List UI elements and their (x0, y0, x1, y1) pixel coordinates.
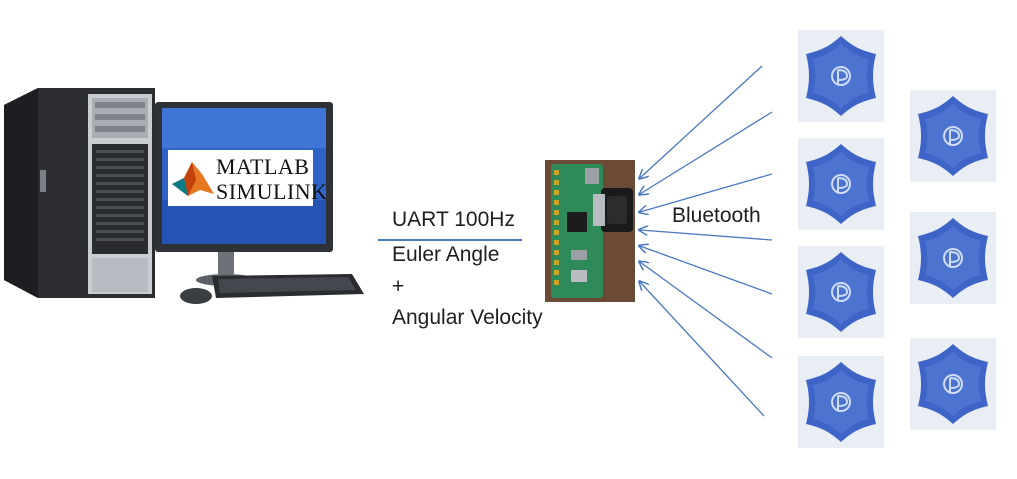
uart-protocol-label: UART 100Hz (392, 208, 515, 231)
imu-sensor-icon (918, 96, 988, 176)
bluetooth-arrow-3 (640, 173, 773, 212)
matlab-simulink-logo: MATLAB SIMULINK (168, 150, 327, 206)
plus-label: + (392, 275, 405, 298)
bluetooth-arrow-5 (640, 246, 773, 295)
simulink-label: SIMULINK (216, 179, 328, 204)
imu-sensor-2 (798, 138, 884, 230)
matlab-label: MATLAB (216, 154, 310, 179)
raspberry-pi-zero-icon (545, 160, 635, 302)
imu-sensor-1 (798, 30, 884, 122)
euler-angle-label: Euler Angle (392, 243, 500, 266)
imu-sensor-icon (806, 362, 876, 442)
imu-sensor-7 (910, 338, 996, 430)
bluetooth-label: Bluetooth (672, 204, 761, 227)
bluetooth-arrow-4 (640, 230, 773, 241)
imu-sensor-icon (806, 36, 876, 116)
computer-mouse (180, 288, 212, 304)
bluetooth-arrow-1 (640, 65, 763, 178)
imu-sensor-3 (798, 246, 884, 338)
bluetooth-arrow-6 (640, 262, 773, 359)
imu-sensor-5 (910, 90, 996, 182)
imu-sensor-icon (806, 144, 876, 224)
angular-velocity-label: Angular Velocity (392, 306, 543, 329)
computer-tower (4, 88, 155, 298)
imu-sensor-icon (918, 218, 988, 298)
uart-connection-line (378, 239, 522, 241)
imu-sensor-4 (798, 356, 884, 448)
computer-keyboard (212, 274, 364, 298)
bluetooth-arrow-7 (640, 282, 765, 417)
imu-sensor-icon (806, 252, 876, 332)
matlab-membrane-icon (172, 162, 214, 196)
bluetooth-arrow-2 (640, 111, 773, 194)
imu-sensor-icon (918, 344, 988, 424)
imu-sensor-6 (910, 212, 996, 304)
